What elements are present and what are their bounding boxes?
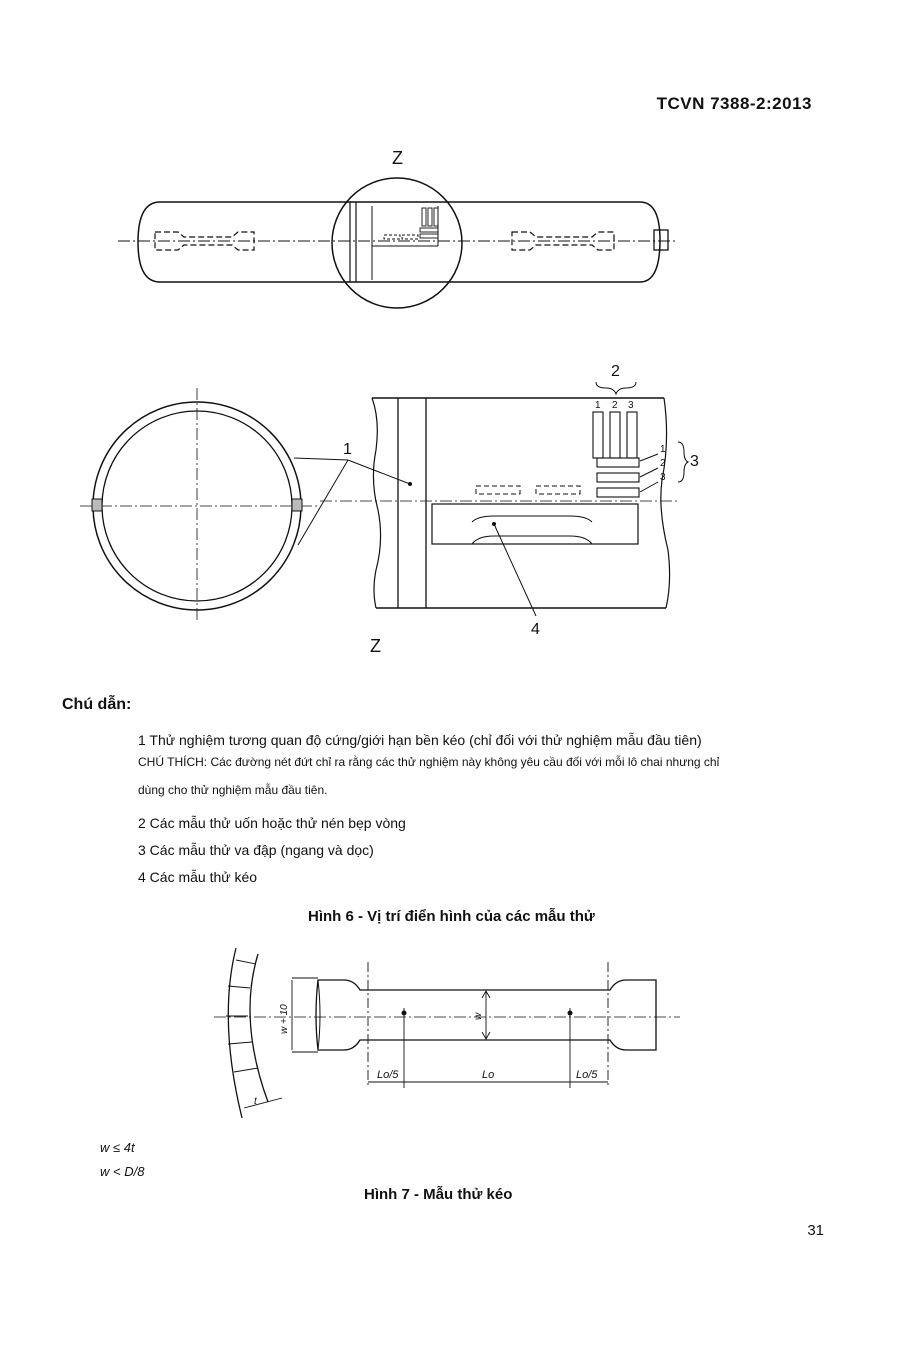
dim-label-t: t	[254, 1096, 258, 1107]
dim-label-lo5-left: Lo/5	[377, 1069, 399, 1081]
callout-2: 2	[611, 363, 620, 380]
dim-label-w-plus-10: w + 10	[279, 1004, 290, 1034]
column-label-2: 2	[612, 400, 618, 411]
callout-4: 4	[531, 621, 540, 638]
dim-label-lo5-right: Lo/5	[576, 1069, 598, 1081]
legend-item-3: 3 Các mẫu thử va đập (ngang và dọc)	[138, 842, 374, 858]
legend-note-line1: CHÚ THÍCH: Các đường nét đứt chỉ ra rằng…	[138, 755, 720, 769]
column-label-3: 3	[628, 400, 634, 411]
figure6-top-drawing: Z	[118, 148, 678, 309]
callout-3: 3	[690, 453, 699, 470]
document-code: TCVN 7388-2:2013	[656, 94, 812, 113]
legend-item-2: 2 Các mẫu thử uốn hoặc thử nén bẹp vòng	[138, 815, 406, 831]
figure7-drawing: t w + 10 w Lo/5 Lo Lo/5	[214, 947, 680, 1119]
column-label-1: 1	[595, 400, 601, 411]
legend-item-1: 1 Thử nghiệm tương quan độ cứng/giới hạn…	[138, 732, 702, 748]
figure6-detail-drawing: 1 2 1 2 3 1 2	[80, 363, 699, 656]
formula-w-le-4t: w ≤ 4t	[100, 1140, 135, 1155]
figure6-cylinder-view: Z	[0, 140, 898, 345]
figure6-detail-view: 1 2 1 2 3 1 2	[0, 360, 898, 665]
legend-title: Chú dẫn:	[62, 696, 132, 713]
legend-item-4: 4 Các mẫu thử kéo	[138, 869, 258, 885]
figure7-drawing-wrap: t w + 10 w Lo/5 Lo Lo/5	[0, 940, 898, 1130]
figure7-caption: Hình 7 - Mẫu thử kéo	[364, 1186, 513, 1203]
callout-1: 1	[343, 441, 352, 458]
formula-w-lt-d8: w < D/8	[100, 1164, 145, 1179]
legend-note: CHÚ THÍCH: Các đường nét đứt chỉ ra rằng…	[138, 748, 828, 804]
label-z-bottom: Z	[370, 636, 381, 656]
dim-label-w: w	[473, 1012, 484, 1020]
row-label-3: 3	[660, 472, 666, 483]
figure6-caption: Hình 6 - Vị trí điển hình của các mẫu th…	[308, 908, 595, 925]
row-label-2: 2	[660, 458, 666, 469]
dim-label-lo: Lo	[482, 1069, 494, 1081]
label-z-top: Z	[392, 148, 403, 168]
legend-note-line2: dùng cho thử nghiệm mẫu đầu tiên.	[138, 783, 328, 797]
page-number: 31	[807, 1222, 824, 1239]
row-label-1: 1	[660, 444, 666, 455]
